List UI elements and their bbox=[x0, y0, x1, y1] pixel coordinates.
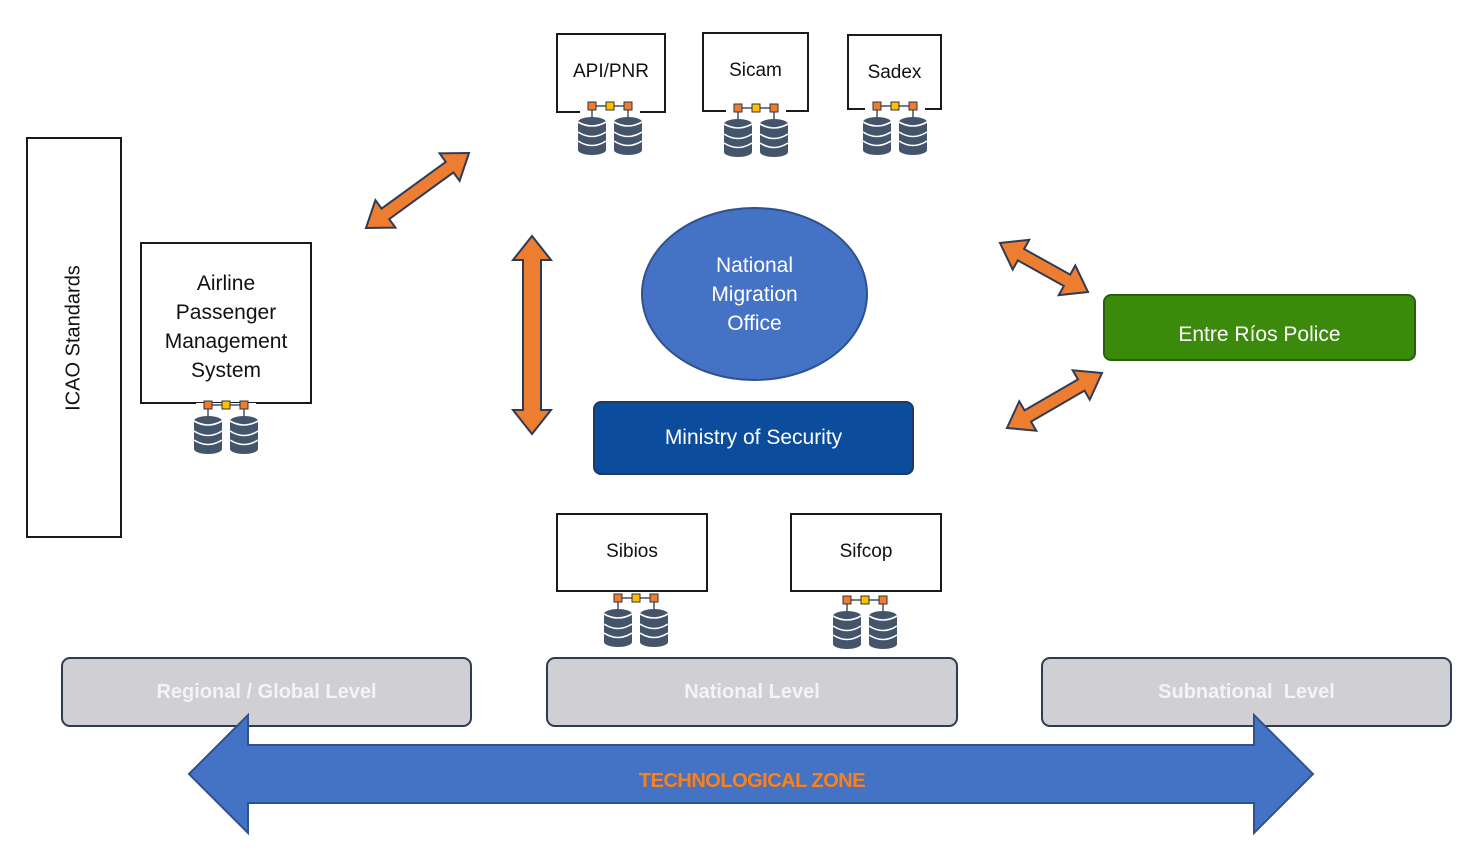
airline-line-4: System bbox=[190, 359, 261, 382]
airline-line-3: Management bbox=[164, 330, 288, 353]
national-level-label: National Level bbox=[684, 680, 820, 703]
subnational-level-label: Subnational Level bbox=[1158, 680, 1335, 703]
nmo-line-2: Migration bbox=[711, 282, 798, 306]
api-pnr-box: API/PNR bbox=[556, 33, 666, 113]
sibios-box: Sibios bbox=[556, 513, 708, 592]
nmo-line-3: Office bbox=[727, 311, 782, 335]
nmo-line-1: National bbox=[715, 253, 794, 277]
national-migration-office-node: National Migration Office bbox=[641, 207, 868, 381]
police-label: Entre Ríos Police bbox=[1178, 322, 1341, 346]
database-icon bbox=[832, 595, 898, 649]
sicam-label: Sicam bbox=[729, 60, 782, 81]
ministry-of-security-node: Ministry of Security bbox=[593, 401, 914, 475]
regional-global-level-bar: Regional / Global Level bbox=[61, 657, 472, 727]
regional-level-label: Regional / Global Level bbox=[156, 680, 377, 703]
sicam-box: Sicam bbox=[702, 32, 809, 112]
subnational-level-bar: Subnational Level bbox=[1041, 657, 1452, 727]
sifcop-label: Sifcop bbox=[839, 541, 893, 562]
icao-standards-panel: ICAO Standards bbox=[26, 137, 122, 538]
database-icon bbox=[193, 400, 259, 454]
database-icon bbox=[603, 593, 669, 647]
sadex-label: Sadex bbox=[867, 62, 922, 83]
sifcop-box: Sifcop bbox=[790, 513, 942, 592]
sibios-label: Sibios bbox=[606, 541, 658, 562]
technological-zone-label: TECHNOLOGICAL ZONE bbox=[638, 770, 866, 792]
database-icon bbox=[862, 101, 928, 155]
entre-rios-police-node: Entre Ríos Police bbox=[1103, 294, 1416, 361]
api-pnr-label: API/PNR bbox=[572, 61, 650, 82]
database-icon bbox=[577, 101, 643, 155]
national-level-bar: National Level bbox=[546, 657, 958, 727]
ministry-label: Ministry of Security bbox=[664, 426, 843, 449]
airline-passenger-system-box: Airline Passenger Management System bbox=[140, 242, 312, 404]
airline-line-2: Passenger bbox=[175, 301, 277, 324]
sadex-box: Sadex bbox=[847, 34, 942, 110]
database-icon bbox=[723, 103, 789, 157]
airline-line-1: Airline bbox=[196, 272, 256, 295]
